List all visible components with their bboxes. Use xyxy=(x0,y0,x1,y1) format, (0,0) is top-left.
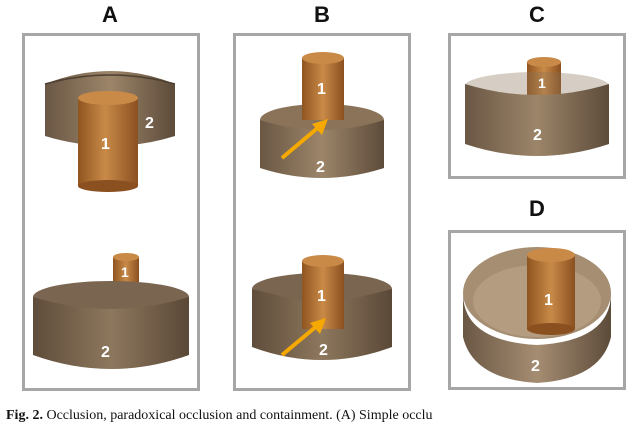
container-2 xyxy=(465,72,609,156)
label-2: 2 xyxy=(316,159,325,176)
cylinder-1 xyxy=(78,91,138,192)
label-2: 2 xyxy=(145,115,154,132)
panel-d-scene: 1 2 xyxy=(451,233,623,387)
arrow-icon xyxy=(280,318,326,357)
panel-a-top-scene: 1 2 xyxy=(25,36,197,196)
cylinder-1 xyxy=(527,57,561,98)
panel-label-a: A xyxy=(102,2,118,27)
panel-c-scene: 1 2 xyxy=(451,36,623,176)
arrow-icon xyxy=(280,119,328,160)
label-1: 1 xyxy=(101,136,110,153)
label-1: 1 xyxy=(317,81,326,98)
caption-text: Occlusion, paradoxical occlusion and con… xyxy=(42,408,433,423)
label-2: 2 xyxy=(533,127,542,144)
label-2: 2 xyxy=(319,342,328,359)
panel-b-bottom-scene: 1 2 xyxy=(236,245,408,385)
label-1: 1 xyxy=(317,288,326,305)
panel-label-c: C xyxy=(529,2,545,27)
label-1: 1 xyxy=(544,292,553,309)
container-2 xyxy=(33,281,189,369)
label-1: 1 xyxy=(121,264,129,280)
panel-a-bottom-scene: 1 2 xyxy=(25,245,197,385)
panel-label-b: B xyxy=(314,2,330,27)
label-2: 2 xyxy=(531,358,540,375)
cylinder-1 xyxy=(527,248,575,335)
figure-caption: Fig. 2. Occlusion, paradoxical occlusion… xyxy=(6,408,640,424)
cylinder-1 xyxy=(302,52,344,120)
panel-label-d: D xyxy=(529,196,545,221)
cylinder-1 xyxy=(302,255,344,329)
caption-prefix: Fig. 2. xyxy=(6,408,43,423)
label-2: 2 xyxy=(101,344,110,361)
label-1: 1 xyxy=(538,75,546,91)
panel-b-top-scene: 1 2 xyxy=(236,36,408,196)
